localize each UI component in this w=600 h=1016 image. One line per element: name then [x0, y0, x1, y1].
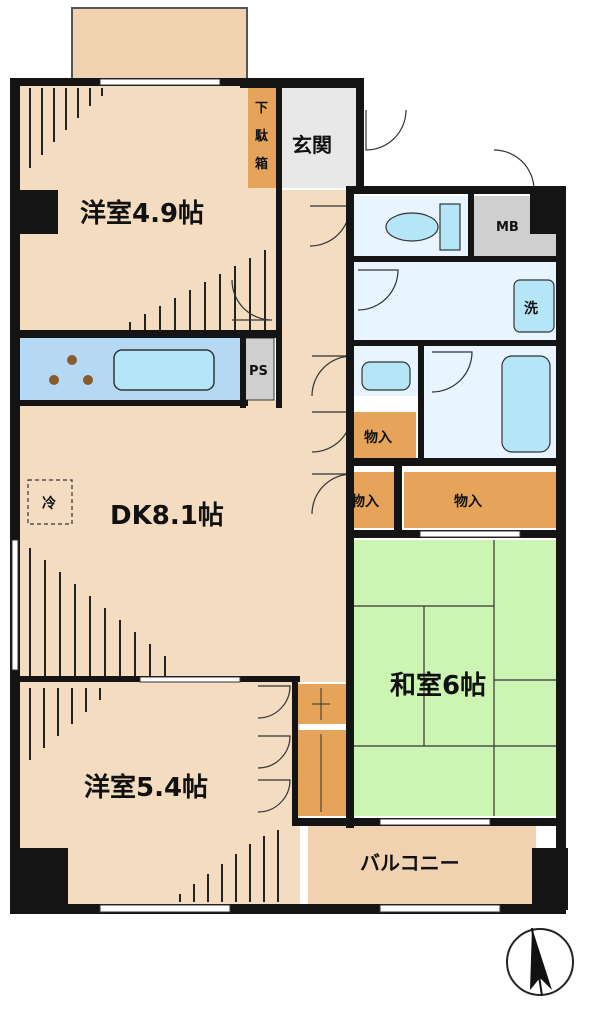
- western-room-1-floor: [18, 82, 280, 334]
- fridge-label: 冷: [42, 495, 56, 512]
- shoebox-label-3: 箱: [255, 156, 268, 172]
- storage-1-label: 物入: [364, 429, 392, 446]
- balcony: [308, 826, 536, 908]
- window-hatch-3: [29, 688, 279, 902]
- toilet-bowl: [385, 212, 439, 242]
- kitchen-sink: [113, 349, 215, 391]
- window-hatch-2: [29, 548, 166, 676]
- balcony-label: バルコニー: [360, 851, 460, 875]
- entrance-label: 玄関: [292, 133, 332, 157]
- storage-1: [354, 412, 416, 458]
- hallway-floor: [280, 190, 352, 420]
- vanity-basin: [361, 361, 411, 391]
- storage-2-label: 物入: [351, 493, 379, 510]
- shoebox-label-1: 下: [255, 101, 268, 116]
- north-arrow-icon: [506, 927, 574, 997]
- japanese-room-label: 和室6帖: [390, 670, 486, 701]
- toilet-tank: [439, 203, 461, 251]
- western-room-1-label: 洋室4.9帖: [80, 198, 204, 229]
- japanese-room-floor: [354, 540, 558, 816]
- mb-label: MB: [496, 220, 519, 235]
- stove-icon: [49, 355, 93, 385]
- dk-label: DK8.1帖: [110, 501, 224, 531]
- ps-label: PS: [249, 364, 268, 379]
- tatami-lines: [354, 540, 558, 816]
- top-balcony: [71, 7, 248, 81]
- storage-2: [354, 472, 394, 528]
- fridge-space: [27, 479, 73, 525]
- washer-space: [513, 279, 555, 333]
- bathtub: [501, 355, 551, 453]
- shoebox-label-2: 駄: [255, 128, 269, 144]
- storage-3: [404, 472, 558, 528]
- western-room-2-label: 洋室5.4帖: [84, 772, 208, 803]
- washer-label: 洗: [524, 300, 538, 317]
- window-hatch-1: [29, 88, 266, 330]
- shoebox: [248, 88, 276, 188]
- storage-3-label: 物入: [454, 493, 482, 510]
- entrance-floor: [280, 88, 356, 188]
- dk-floor: [18, 400, 352, 682]
